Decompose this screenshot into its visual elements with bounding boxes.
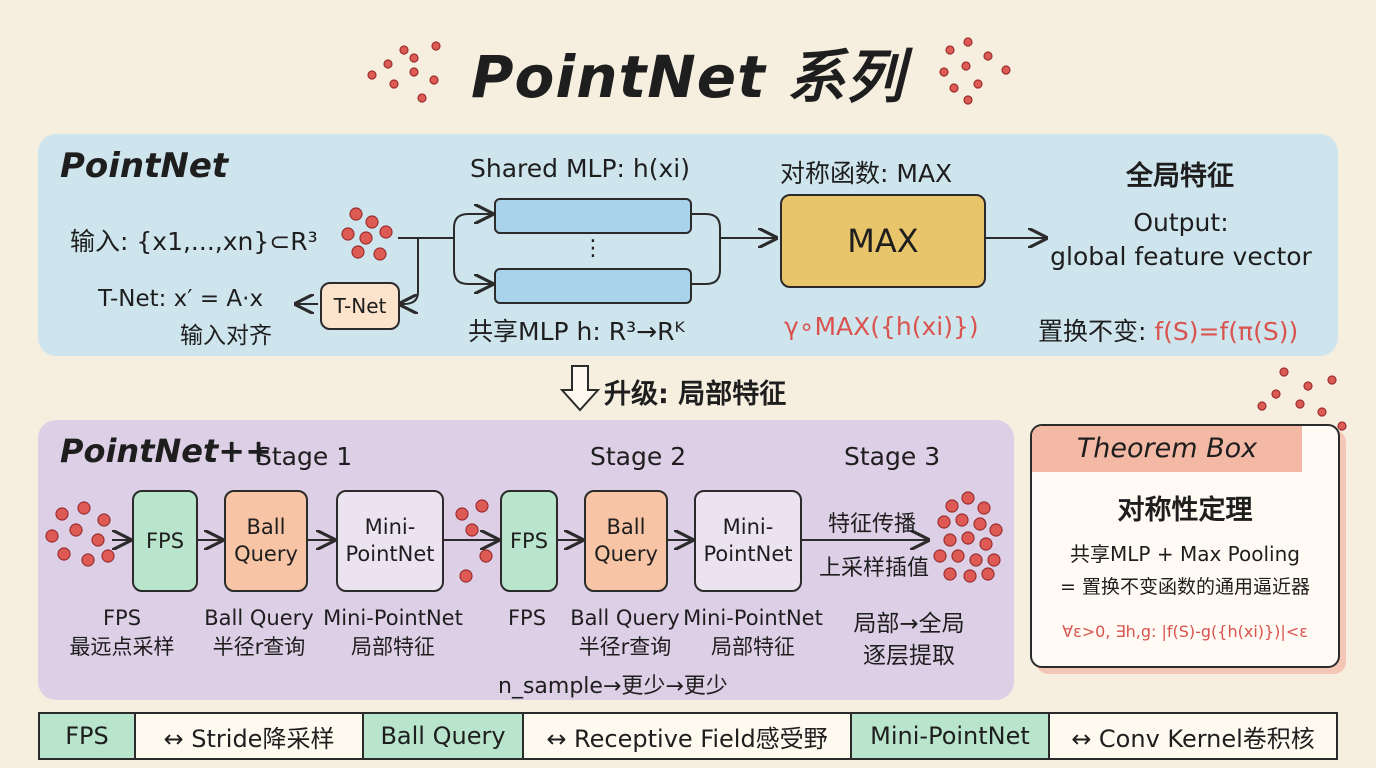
fps-caption-stage2: FPS [507,606,547,630]
legend-fps: FPS [38,712,136,760]
ball-query-caption-stage1: Ball Query 半径r查询 [196,604,322,662]
caption-line: 半径r查询 [212,635,306,659]
ball-query-caption-stage2: Ball Query 半径r查询 [562,604,688,662]
ball-box-line2: Query [234,542,298,566]
caption-line: Mini-PointNet [323,606,463,630]
max-formula: γ∘MAX({h(xi)}) [784,312,979,341]
mini-pointnet-caption-stage1: Mini-PointNet 局部特征 [320,604,466,662]
caption-line: Mini-PointNet [683,606,823,630]
caption-line: Ball Query [204,606,314,630]
caption-line: Ball Query [570,606,680,630]
upgrade-arrow-shape [559,365,601,412]
caption-line: 半径r查询 [578,635,672,659]
ball-box-line1: Ball [246,515,286,539]
shared-mlp-title: Shared MLP: h(xi) [470,154,690,183]
fps-box-stage2: FPS [500,490,558,592]
mini-box-line1: Mini- [722,515,774,539]
theorem-line2: = 置换不变函数的通用逼近器 [1060,576,1310,598]
caption-line: 局部→全局 [853,611,965,637]
mlp-ellipsis: ⋮ [582,236,604,261]
symmetric-function-title: 对称函数: MAX [780,159,953,188]
permutation-label: 置换不变: [1038,317,1155,346]
mini-pointnet-box-stage1: Mini- PointNet [336,490,444,592]
mlp-bar-bottom [494,268,692,304]
tnet-description: 输入对齐 [180,323,272,349]
output-line1: Output: [1133,208,1229,237]
theorem-line1: 共享MLP + Max Pooling [1070,542,1300,566]
tnet-formula: T-Net: x′ = A·x [98,286,264,312]
ball-box-line1: Ball [606,515,646,539]
mini-pointnet-box-stage2: Mini- PointNet [694,490,802,592]
fps-caption-stage1: FPS 最远点采样 [52,604,192,662]
shared-mlp-description: 共享MLP h: R³→Rᴷ [468,317,685,346]
global-feature-title: 全局特征 [1126,161,1234,192]
caption-line: FPS [102,606,142,630]
theorem-dots [1257,367,1347,431]
theorem-header: Theorem Box [1032,426,1302,472]
legend-ball-query: Ball Query [362,712,524,760]
legend-mini-pointnet: Mini-PointNet [850,712,1050,760]
pointnet-title: PointNet [60,146,229,186]
mini-pointnet-caption-stage2: Mini-PointNet 局部特征 [680,604,826,662]
stage3-label: Stage 3 [844,442,941,471]
mini-box-line2: PointNet [345,542,435,566]
pointnet-input-label: 输入: {x1,...,xn}⊂R³ [70,227,318,256]
caption-line: 最远点采样 [69,635,175,659]
stage1-label: Stage 1 [256,442,353,471]
mini-box-line2: PointNet [703,542,793,566]
mlp-bar-top [494,198,692,234]
pointnet-panel [38,134,1338,356]
legend-stride: ↔ Stride降采样 [134,712,364,760]
output-line2: global feature vector [1050,242,1312,271]
fps-box-stage1: FPS [132,490,198,592]
permutation-invariance: 置换不变: f(S)=f(π(S)) [1038,312,1298,348]
caption-line: 局部特征 [711,635,795,659]
caption-line: 逐层提取 [863,643,955,669]
stage2-label: Stage 2 [590,442,687,471]
n-sample-caption: n_sample→更少→更少 [498,674,728,699]
feature-propagation-label: 特征传播 [827,512,916,537]
caption-line: 局部特征 [351,635,435,659]
theorem-title: 对称性定理 [1117,495,1253,526]
mini-box-line1: Mini- [364,515,416,539]
upsampling-label: 上采样插值 [818,556,929,581]
legend-receptive-field: ↔ Receptive Field感受野 [522,712,852,760]
legend-conv-kernel: ↔ Conv Kernel卷积核 [1048,712,1338,760]
max-box: MAX [780,194,986,288]
local-to-global-caption: 局部→全局逐层提取 [834,608,984,672]
ball-box-line2: Query [594,542,658,566]
tnet-box: T-Net [320,282,400,330]
permutation-formula: f(S)=f(π(S)) [1154,317,1299,346]
upgrade-label: 升级: 局部特征 [604,379,787,410]
page-title: PointNet 系列 [470,43,906,111]
theorem-formula: ∀ε>0, ∃h,g: |f(S)-g({h(xi)})|<ε [1062,622,1308,641]
pointnetpp-title: PointNet++ [60,432,272,470]
